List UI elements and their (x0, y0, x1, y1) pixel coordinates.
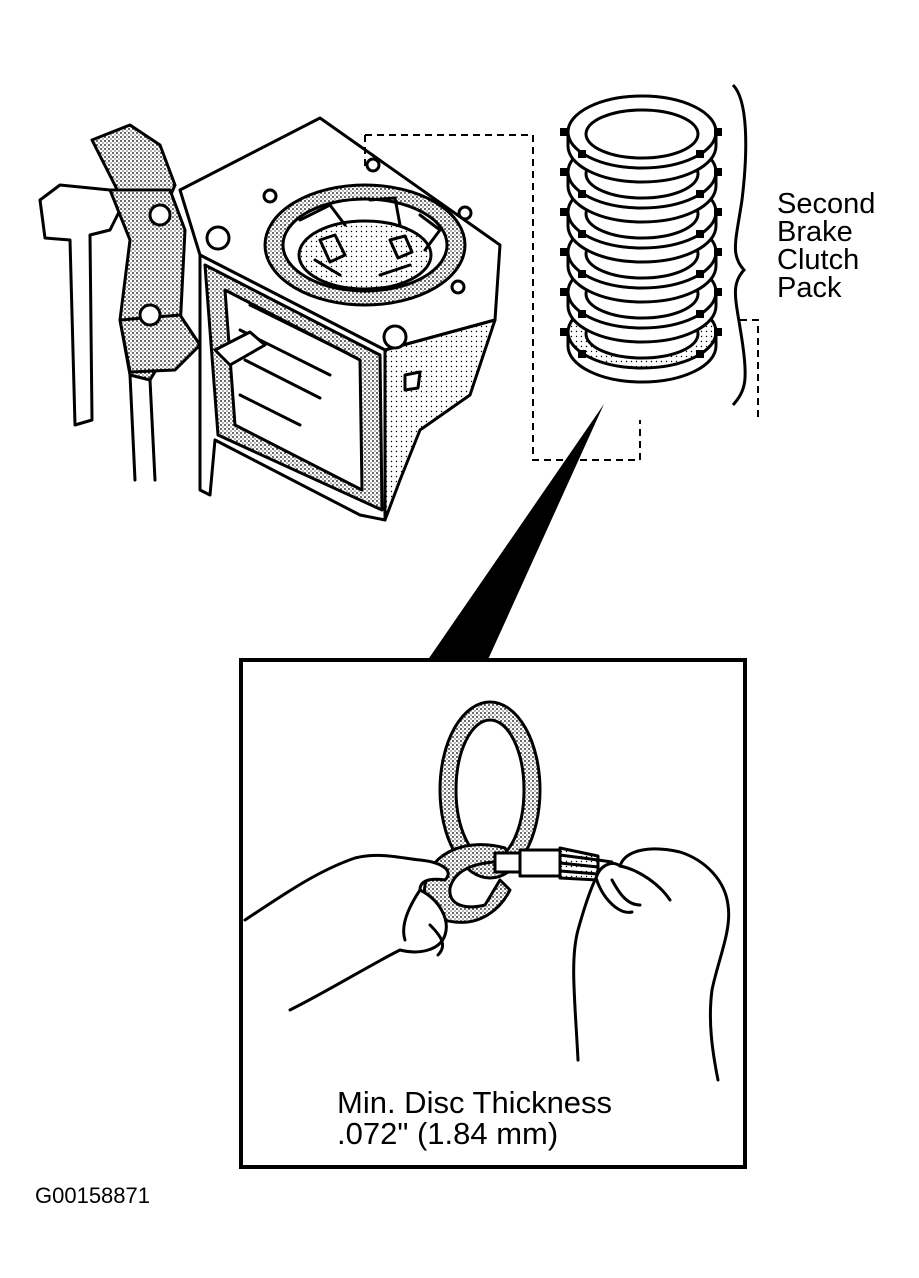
inset-caption-line-1: Min. Disc Thickness (337, 1085, 612, 1120)
clutch-pack-brace (731, 83, 748, 406)
micrometer-measurement-illustration (243, 700, 731, 1082)
transmission-case-illustration (38, 116, 502, 522)
callout-label-line-4: Pack (777, 272, 842, 304)
figure-id: G00158871 (35, 1183, 150, 1208)
inset-caption-line-2: .072" (1.84 mm) (337, 1116, 558, 1151)
inset-pointer (425, 404, 604, 664)
callout-label-line-3: Clutch (777, 244, 859, 276)
callout-dashed-outline (364, 134, 759, 461)
callout-label-line-2: Brake (777, 216, 853, 248)
clutch-disc (560, 94, 722, 184)
clutch-pack-stack (560, 94, 722, 384)
callout-label-line-1: Second (777, 188, 875, 220)
